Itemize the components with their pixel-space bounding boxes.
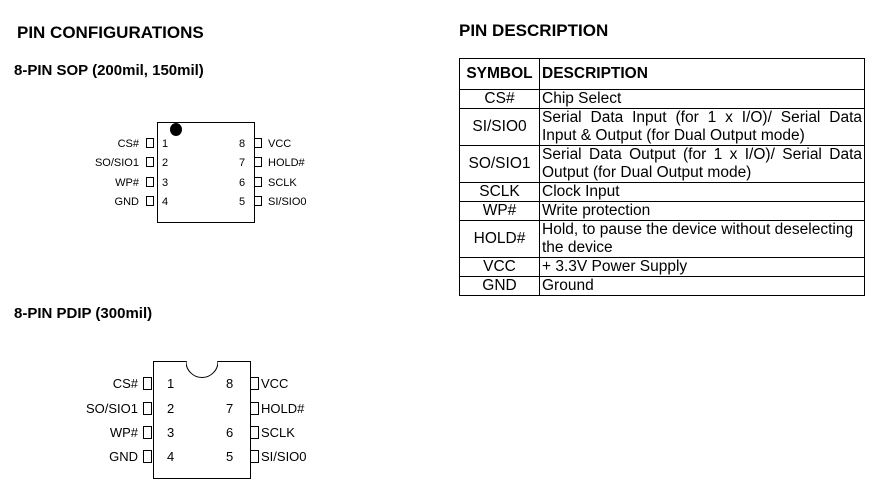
- pin-number: 6: [239, 177, 246, 189]
- pin-pad: [254, 196, 262, 206]
- pin-pad: [143, 402, 152, 415]
- pin-number: 8: [226, 376, 234, 391]
- pin-number: 1: [162, 138, 169, 150]
- pin-number: 7: [226, 401, 234, 416]
- pin-pad: [250, 450, 259, 463]
- pin-pad: [143, 426, 152, 439]
- pin-label: SCLK: [268, 177, 297, 189]
- description-cell: Chip Select: [539, 89, 865, 109]
- pin-label: HOLD#: [268, 157, 305, 169]
- pin-number: 5: [239, 196, 246, 208]
- pin-pad: [254, 157, 262, 167]
- pin-label: WP#: [115, 177, 139, 189]
- pin-number: 2: [167, 401, 175, 416]
- pin-number: 4: [167, 449, 175, 464]
- description-cell: Ground: [539, 276, 865, 296]
- description-cell: Hold, to pause the device without desele…: [539, 220, 865, 258]
- pin-number: 6: [226, 425, 234, 440]
- table-row: SO/SIO1 Serial Data Output (for 1 x I/O)…: [459, 145, 865, 183]
- pin-pad: [146, 177, 154, 187]
- pin-number: 2: [162, 157, 169, 169]
- pin-pad: [250, 377, 259, 390]
- pin-number: 3: [162, 177, 169, 189]
- pin-label: GND: [114, 196, 139, 208]
- pin-description-title: PIN DESCRIPTION: [459, 21, 609, 40]
- pin-number: 1: [167, 376, 175, 391]
- table-row: HOLD# Hold, to pause the device without …: [459, 220, 865, 258]
- table-header-row: SYMBOL DESCRIPTION: [459, 58, 865, 90]
- pin-number: 8: [239, 138, 246, 150]
- pin-label: SI/SIO0: [268, 196, 307, 208]
- symbol-cell: SO/SIO1: [459, 145, 540, 183]
- pin-label: CS#: [117, 138, 139, 150]
- pin-pad: [146, 157, 154, 167]
- description-cell: Write protection: [539, 201, 865, 221]
- symbol-cell: WP#: [459, 201, 540, 221]
- table-row: GND Ground: [459, 276, 865, 296]
- pin-number: 5: [226, 449, 234, 464]
- pin-label: CS#: [112, 376, 138, 391]
- symbol-cell: CS#: [459, 89, 540, 109]
- pin-description-table: SYMBOL DESCRIPTION CS# Chip Select SI/SI…: [459, 58, 865, 296]
- pin-pad: [146, 196, 154, 206]
- symbol-cell: GND: [459, 276, 540, 296]
- pin-pad: [254, 177, 262, 187]
- pdip-notch: [186, 361, 218, 378]
- table-row: CS# Chip Select: [459, 89, 865, 109]
- pin-number: 4: [162, 196, 169, 208]
- pin-pad: [143, 450, 152, 463]
- pin-number: 7: [239, 157, 246, 169]
- pin-pad: [143, 377, 152, 390]
- table-row: VCC + 3.3V Power Supply: [459, 257, 865, 277]
- pin-pad: [250, 402, 259, 415]
- pin-label: VCC: [261, 376, 289, 391]
- pin-label: SO/SIO1: [85, 401, 138, 416]
- symbol-header: SYMBOL: [459, 58, 540, 90]
- pin-pad: [146, 138, 154, 148]
- table-row: SI/SIO0 Serial Data Input (for 1 x I/O)/…: [459, 108, 865, 146]
- pdip-subtitle: 8-PIN PDIP (300mil): [14, 305, 153, 322]
- pin-label: GND: [109, 449, 138, 464]
- symbol-cell: VCC: [459, 257, 540, 277]
- description-cell: Clock Input: [539, 182, 865, 202]
- table-row: WP# Write protection: [459, 201, 865, 221]
- pin-label: VCC: [268, 138, 292, 150]
- pin-label: HOLD#: [261, 401, 305, 416]
- sop-subtitle: 8-PIN SOP (200mil, 150mil): [14, 62, 204, 79]
- pin-label: SI/SIO0: [261, 449, 307, 464]
- pin-configurations-title: PIN CONFIGURATIONS: [17, 23, 204, 42]
- pin-pad: [250, 426, 259, 439]
- pin-label: SCLK: [261, 425, 295, 440]
- symbol-cell: SCLK: [459, 182, 540, 202]
- pin-pad: [254, 138, 262, 148]
- description-cell: Serial Data Output (for 1 x I/O)/ Serial…: [539, 145, 865, 183]
- sop-chip-body: [157, 122, 255, 223]
- pin-label: SO/SIO1: [94, 157, 139, 169]
- symbol-cell: SI/SIO0: [459, 108, 540, 146]
- symbol-cell: HOLD#: [459, 220, 540, 258]
- table-row: SCLK Clock Input: [459, 182, 865, 202]
- description-header: DESCRIPTION: [539, 58, 865, 90]
- description-cell: Serial Data Input (for 1 x I/O)/ Serial …: [539, 108, 865, 146]
- pin-label: WP#: [109, 425, 138, 440]
- pin-number: 3: [167, 425, 175, 440]
- pin1-marker-dot: [170, 123, 182, 136]
- description-cell: + 3.3V Power Supply: [539, 257, 865, 277]
